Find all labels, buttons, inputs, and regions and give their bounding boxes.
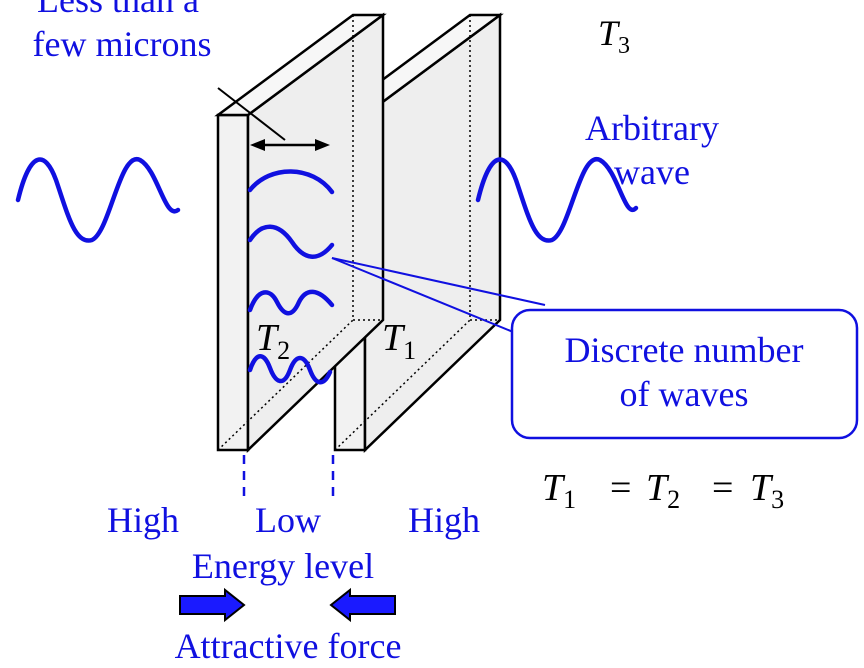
left-plate-hidden-edge-bottom (217, 319, 354, 451)
wave-label-line1: Arbitrary (585, 108, 719, 148)
outside-temp-subscript: 3 (618, 33, 630, 59)
plate-temp-subscript: 1 (403, 336, 416, 365)
left-plate-top-face (214, 13, 387, 117)
energy-high-right: High (408, 500, 480, 540)
callout-line2: of waves (620, 374, 749, 414)
equation-rhs-subscript: 3 (771, 485, 784, 514)
energy-level-caption: Energy level (192, 546, 374, 586)
right-plate-hidden-edge-bottom (334, 319, 471, 451)
gap-temp-symbol: T (256, 317, 280, 359)
energy-high-left: High (107, 500, 179, 540)
svg-text:T2: T2 (646, 467, 680, 514)
gap-temp-subscript: 2 (277, 336, 290, 365)
left-plate-front-face (216, 113, 250, 452)
gap-wave-4 (247, 354, 333, 385)
plate-temp-symbol: T (382, 317, 406, 359)
callout-line1: Discrete number (565, 330, 804, 370)
svg-text:T2: T2 (256, 317, 290, 365)
left-plate (214, 12, 387, 453)
equation-equals-2: = (712, 467, 733, 509)
outside-temp-symbol: T (598, 13, 621, 53)
svg-text:T3: T3 (598, 13, 630, 59)
gap-wave-2 (247, 224, 335, 259)
equation-lhs-symbol: T (542, 467, 566, 509)
wave-label-line2: wave (614, 152, 690, 192)
right-arbitrary-wave (475, 157, 639, 243)
equation-rhs-symbol: T (750, 467, 774, 509)
equation-mid-subscript: 2 (667, 485, 680, 514)
callout-box (510, 308, 859, 440)
gap-width-arrow (250, 139, 330, 151)
equation-equals-1: = (610, 467, 631, 509)
plate-temperature-label: T1 (382, 317, 416, 365)
svg-text:T1: T1 (542, 467, 576, 514)
gap-label-line2: few microns (33, 24, 212, 64)
gap-wave-3 (247, 289, 335, 316)
energy-region-guides (242, 455, 335, 500)
energy-low-middle: Low (255, 500, 321, 540)
left-arbitrary-wave (15, 157, 181, 243)
force-arrow-left (179, 587, 246, 623)
equation-mid-symbol: T (646, 467, 670, 509)
waves (15, 157, 639, 385)
callout-leaders (331, 257, 546, 346)
svg-text:T1: T1 (382, 317, 416, 365)
gap-temperature-label: T2 (256, 317, 290, 365)
attractive-force-caption: Attractive force (175, 626, 402, 666)
force-arrow-right (329, 587, 396, 623)
gap-wave-1 (247, 169, 335, 195)
svg-text:T3: T3 (750, 467, 784, 514)
temperature-equation: T1 = T2 = T3 (542, 467, 784, 514)
outside-temperature-label: T3 (598, 13, 630, 59)
gap-label-line1: Less than a (37, 0, 199, 20)
gap-leader-line (217, 87, 286, 141)
equation-lhs-subscript: 1 (563, 485, 576, 514)
